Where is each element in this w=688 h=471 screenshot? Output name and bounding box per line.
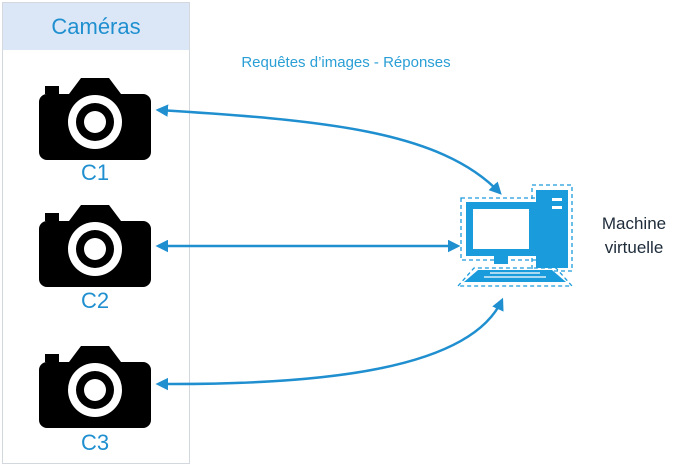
vm-label-line2: virtuelle [604,238,664,257]
camera-label-c3: C3 [80,430,110,455]
connection-label: Requêtes d’images - Réponses [241,54,451,71]
vm-label-line1: Machine [601,214,667,233]
camera-label-c2: C2 [80,288,110,313]
camera-icon [39,205,151,287]
camera-label-c1: C1 [80,160,110,185]
vm-label: Machine virtuelle [584,212,684,260]
camera-icon [39,78,151,160]
panel-title: Caméras [3,3,189,50]
arrow-c1 [155,104,502,195]
arrow-c3 [155,297,504,391]
camera-icon [39,346,151,428]
computer-icon [456,184,574,287]
